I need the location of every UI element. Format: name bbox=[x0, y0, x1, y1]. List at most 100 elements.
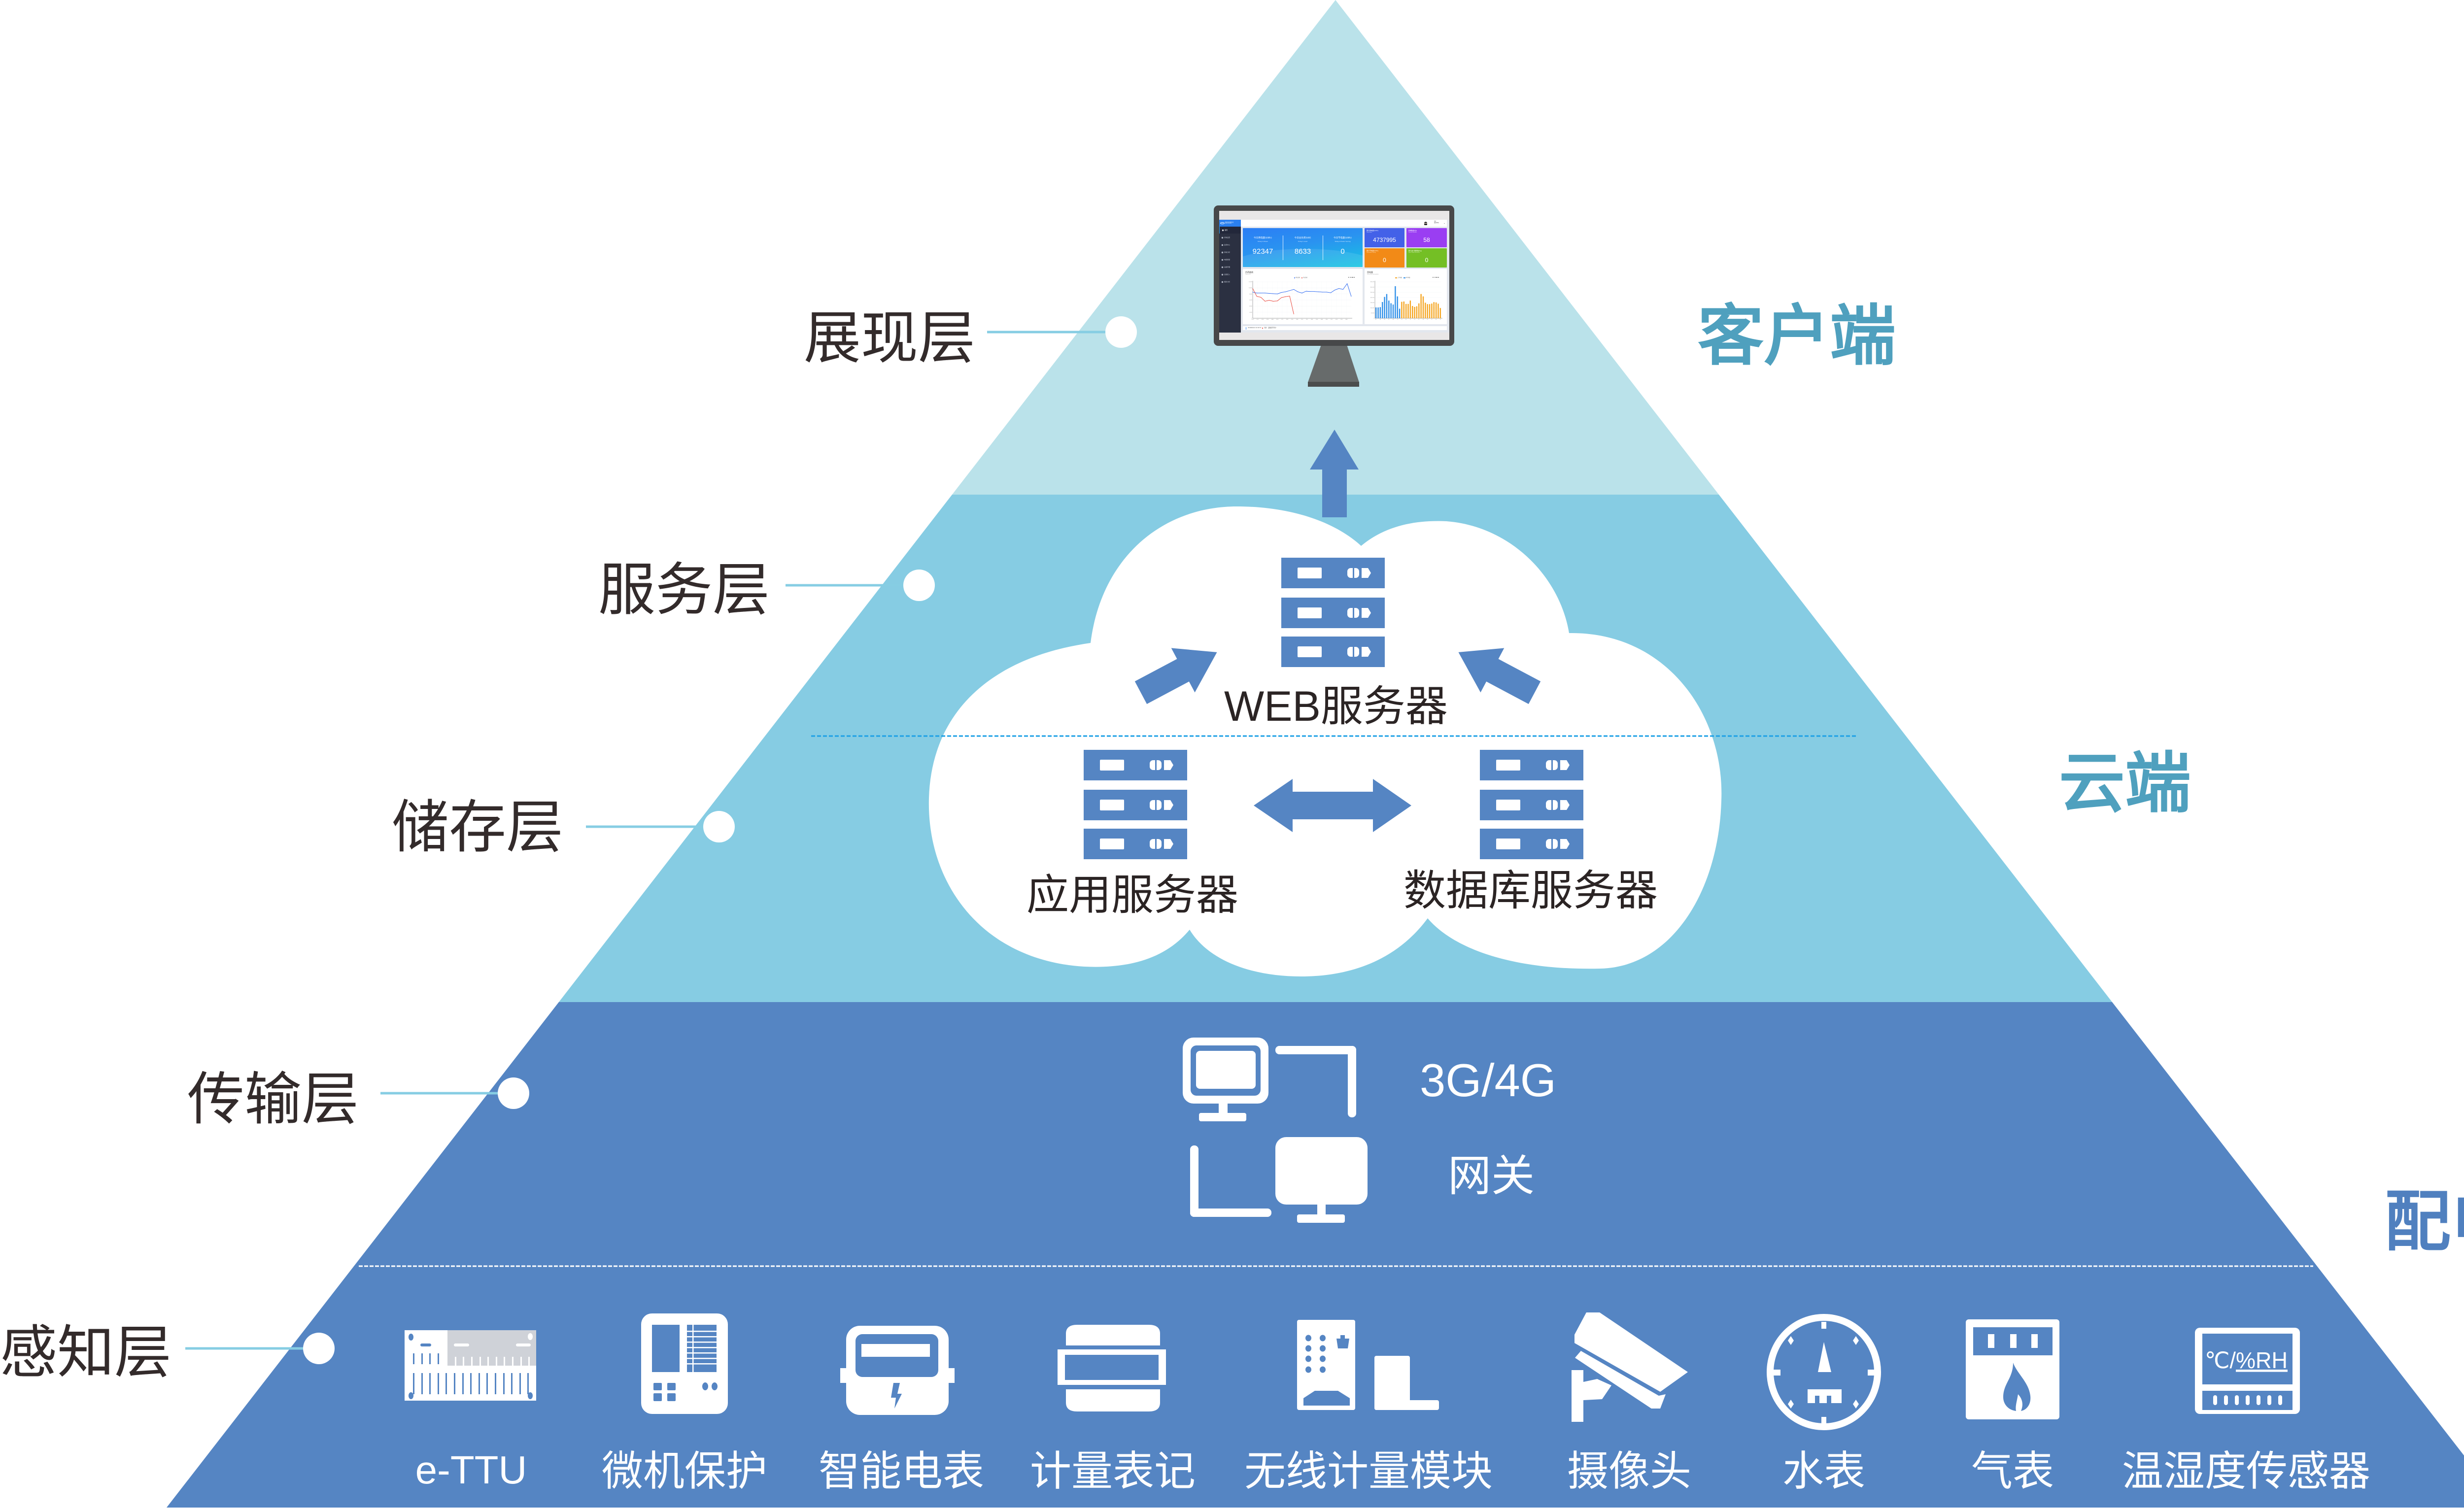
layer-label-presentation: 展现层 bbox=[804, 305, 975, 371]
summary-value: 0 bbox=[1340, 247, 1345, 256]
data-point bbox=[1314, 291, 1315, 292]
bar bbox=[1420, 294, 1422, 318]
dial-counter bbox=[1808, 1389, 1842, 1403]
water-meter-icon bbox=[1767, 1314, 1881, 1430]
web-server-icon bbox=[1281, 558, 1385, 667]
logo-text-group: 智能用电管理平台 Smart electricity bbox=[1225, 222, 1234, 224]
wireless-metering-module-icon bbox=[1297, 1320, 1439, 1410]
relay-protection-icon bbox=[641, 1313, 728, 1414]
nav-label: 首页 bbox=[1225, 229, 1228, 231]
y-tick-label: 100,000 bbox=[1370, 308, 1375, 309]
sensor-unit-text: ℃/%RH bbox=[2205, 1347, 2288, 1373]
dial-ring bbox=[1767, 1314, 1881, 1430]
chart-legend: 上月电量 本月电量 bbox=[1395, 277, 1410, 279]
bar bbox=[1429, 304, 1431, 318]
sensor-screen bbox=[2202, 1334, 2293, 1384]
humidity-unit: %RH bbox=[2236, 1347, 2288, 1373]
card-terminal-number: 终端数量(台) Terminal Number 58 bbox=[1406, 228, 1447, 247]
monitor-stand-base bbox=[1308, 382, 1359, 387]
summary-label: 今日节电量(kWh) bbox=[1334, 237, 1352, 239]
x-tick-label: 05 bbox=[1384, 319, 1385, 320]
dashboard-sidebar: 智能用电管理平台 Smart electricity 首页 系统设置 监测中心 … bbox=[1219, 220, 1241, 333]
legend-item: 本月电量 bbox=[1403, 277, 1410, 279]
summary-label: 今日总负荷(kW) bbox=[1294, 237, 1311, 239]
y-tick-label: 12,000 bbox=[1249, 282, 1253, 283]
legend-marker-icon bbox=[1301, 277, 1303, 279]
y-tick-label: 2,000 bbox=[1249, 312, 1252, 313]
x-tick-label: 15 bbox=[1405, 319, 1406, 320]
card-label: 累计用电量(kWh) bbox=[1367, 230, 1378, 232]
bar bbox=[1418, 303, 1420, 318]
x-tick-label: 20:24 bbox=[1335, 319, 1338, 320]
camera-hood bbox=[1575, 1351, 1666, 1409]
x-tick-label: 06:00 bbox=[1276, 319, 1279, 320]
bidirectional-arrow-icon bbox=[1254, 779, 1411, 832]
server-unit bbox=[1084, 829, 1187, 859]
device-icon bbox=[1222, 266, 1223, 268]
alert-dot-icon bbox=[1262, 328, 1264, 329]
summary-label: 今日用电量(kWh) bbox=[1254, 237, 1272, 239]
meter-window bbox=[1065, 1355, 1159, 1380]
device-label-gas-meter: 气表 bbox=[1971, 1448, 2054, 1494]
y-tick-label: 0 bbox=[1374, 318, 1375, 319]
humidity-underline bbox=[2240, 1370, 2288, 1372]
connector-storage bbox=[586, 811, 735, 842]
flame-icon bbox=[2003, 1363, 2031, 1411]
card-value: 0 bbox=[1383, 257, 1386, 264]
chart-icon bbox=[1222, 251, 1223, 253]
connector-dot bbox=[1105, 316, 1137, 348]
legend-marker-icon bbox=[1294, 277, 1296, 279]
lightning-icon bbox=[891, 1383, 902, 1409]
summary-today-power: 今日用电量(kWh) Today's Power 92347 bbox=[1243, 228, 1283, 267]
meter-top-block bbox=[1066, 1325, 1160, 1345]
monitor-stand-neck bbox=[1308, 345, 1359, 382]
data-point bbox=[1265, 301, 1266, 302]
device-label-temp-humidity-sensor: 温湿度传感器 bbox=[2122, 1448, 2371, 1494]
connector-dot bbox=[903, 570, 935, 601]
y-tick-label: 300,000 bbox=[1370, 287, 1375, 288]
bar bbox=[1437, 303, 1439, 318]
server-unit bbox=[1480, 750, 1583, 780]
card-value: 4737995 bbox=[1373, 236, 1396, 243]
nav-label: 电能质量 bbox=[1224, 258, 1231, 261]
y-tick-label: 200,000 bbox=[1370, 297, 1375, 298]
zoom-icon bbox=[1348, 277, 1350, 278]
camera-body bbox=[1574, 1312, 1688, 1392]
connector-dot bbox=[703, 811, 735, 842]
monitor-icon bbox=[1222, 244, 1223, 246]
device-label-camera: 摄像头 bbox=[1567, 1448, 1692, 1494]
bar bbox=[1392, 304, 1394, 318]
connector-sensing bbox=[185, 1333, 335, 1364]
card-label: 终端数量(台) bbox=[1408, 230, 1417, 232]
zoom-icon bbox=[1433, 277, 1434, 278]
x-tick-label: 23 bbox=[1423, 319, 1424, 320]
database-server-icon bbox=[1480, 750, 1583, 859]
nav-item-device-access: 设备接入 bbox=[1219, 271, 1241, 278]
avatar bbox=[1424, 221, 1427, 225]
legend-item: 今日负荷 bbox=[1301, 277, 1307, 279]
x-tick-label: 17 bbox=[1410, 319, 1411, 320]
arrow-app-to-web-icon bbox=[1134, 648, 1217, 704]
x-tick-label: 08:24 bbox=[1286, 319, 1289, 320]
server-unit bbox=[1281, 598, 1385, 628]
server-unit bbox=[1480, 829, 1583, 859]
meter-bottom-block bbox=[1066, 1389, 1160, 1411]
x-tick-label: 09 bbox=[1393, 319, 1394, 320]
device-label-metering-meter: 计量表记 bbox=[1029, 1448, 1196, 1494]
screen-title-bar bbox=[1219, 211, 1449, 220]
home-icon bbox=[1222, 229, 1224, 231]
connector-dot bbox=[498, 1077, 529, 1109]
x-tick-label: 13:12 bbox=[1306, 319, 1308, 320]
ettu-panel bbox=[447, 1330, 536, 1366]
bar bbox=[1386, 294, 1388, 318]
layer-label-transmission: 传输层 bbox=[187, 1066, 359, 1133]
link-bracket-bottom-icon bbox=[1190, 1145, 1271, 1217]
summary-value: 92347 bbox=[1252, 247, 1273, 256]
x-tick-label: 07:12 bbox=[1281, 319, 1284, 320]
nav-item-home: 首页 bbox=[1219, 227, 1241, 234]
nav-label: 系统设置 bbox=[1224, 236, 1231, 238]
y-tick-label: 350,000 bbox=[1370, 282, 1375, 283]
chart-toolbar bbox=[1348, 277, 1355, 278]
zoom-reset-icon bbox=[1350, 277, 1351, 278]
x-tick-label: 15:36 bbox=[1316, 319, 1318, 320]
